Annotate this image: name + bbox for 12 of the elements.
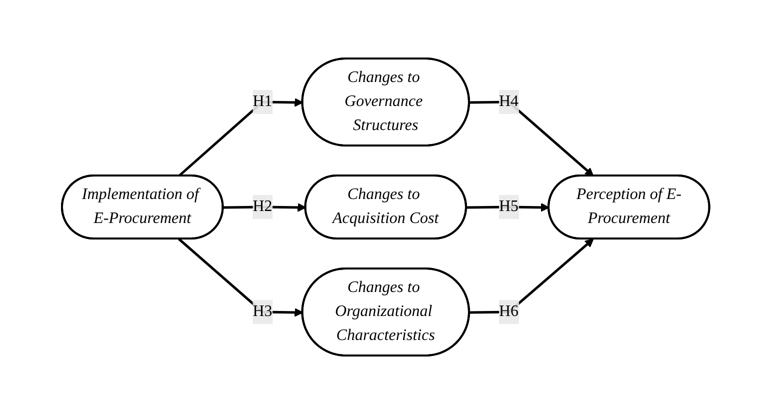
edge-label: H5 [498,198,518,215]
arrow [178,238,304,317]
arrow [223,203,306,212]
edge-label: H6 [498,303,518,320]
arrow [178,98,304,177]
arrow [469,100,594,176]
arrow [469,238,594,314]
edge-label: H4 [498,93,518,110]
edge-label: H2 [252,198,272,215]
edge-label: H3 [252,303,272,320]
arrow [466,203,550,212]
edge-label: H1 [252,93,272,110]
